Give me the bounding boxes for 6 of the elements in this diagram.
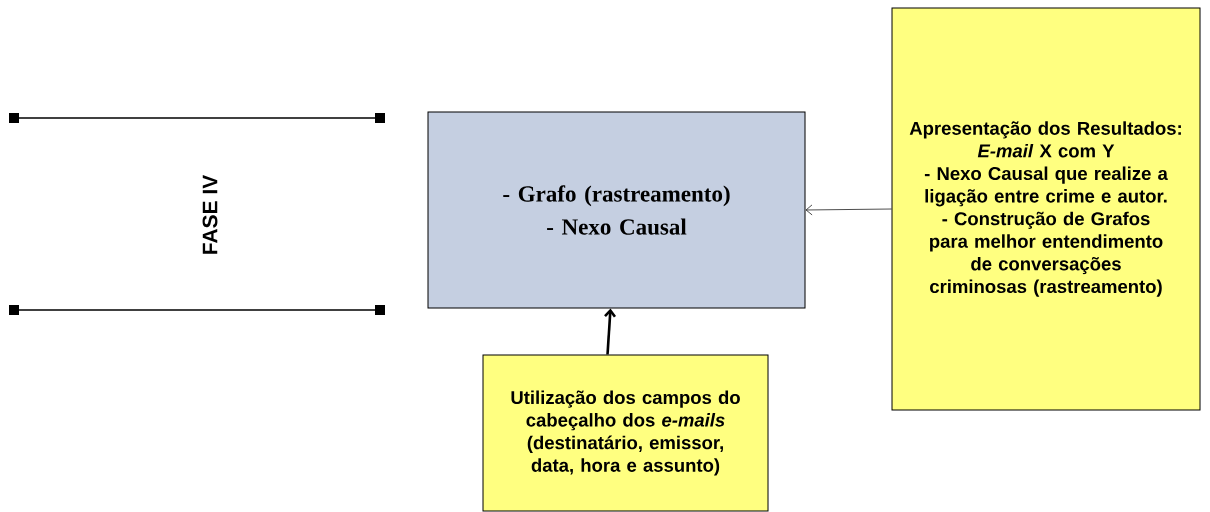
note-box: Utilização dos campos do cabeçalho dos e-mails (destinatário, emissor, data, hora e assunto) [482, 354, 769, 512]
arrow [805, 204, 892, 216]
arrow [604, 308, 617, 355]
process-box: - Grafo (rastreamento) - Nexo Causal [427, 111, 806, 309]
phase-label: FASE IV [202, 174, 218, 254]
note-box: Apresentação dos Resultados: E-mail X com Y - Nexo Causal que realize a ligação entre crime e autor. - Construção de Grafos para melhor entendimento de conversações criminosas (rastreamento) [891, 7, 1201, 411]
